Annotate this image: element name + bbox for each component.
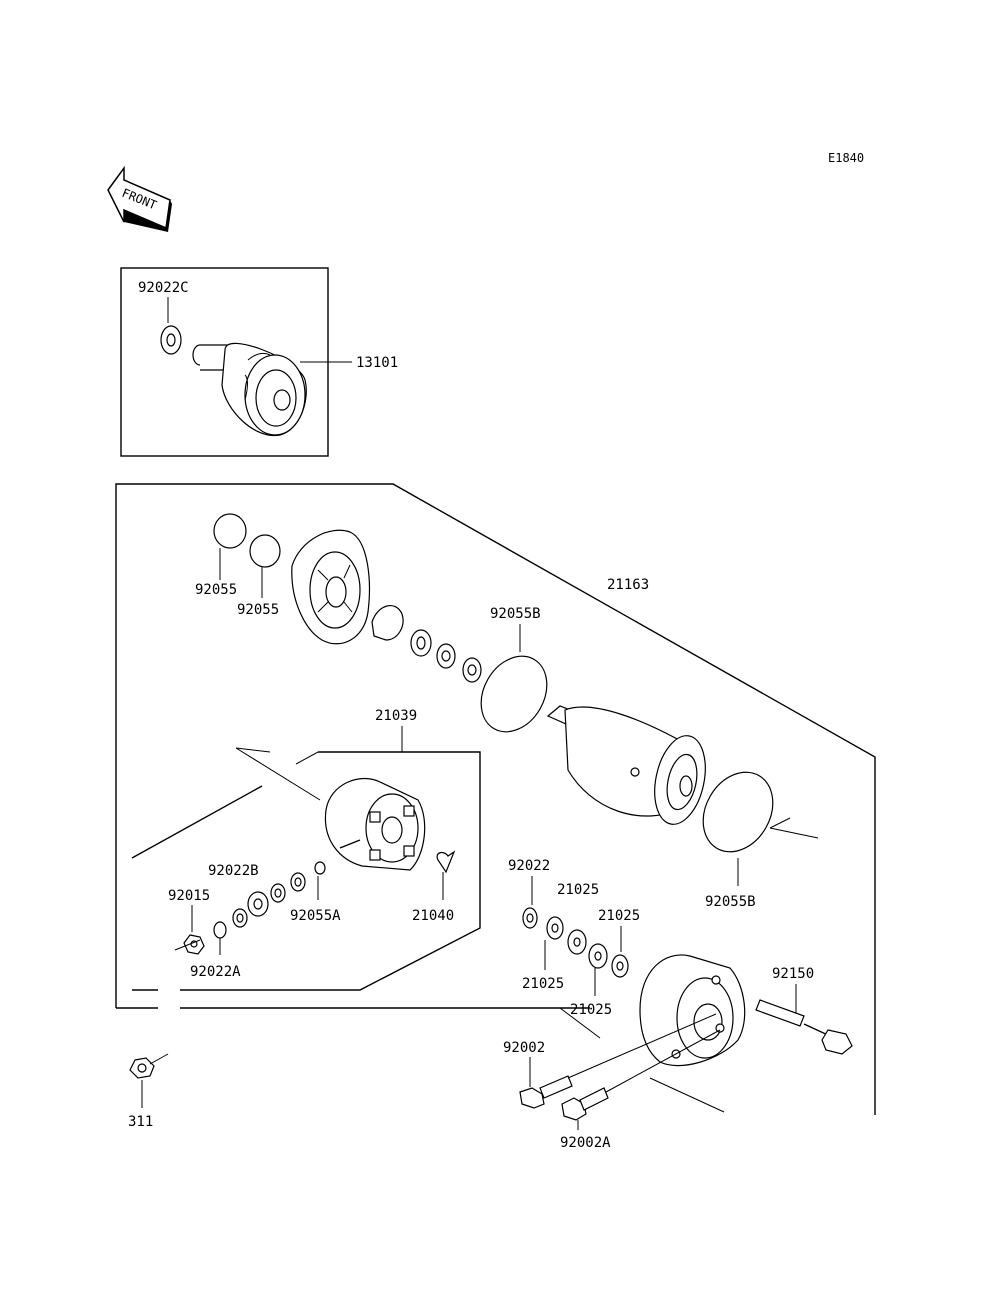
label-21025-a: 21025 <box>557 882 599 898</box>
label-92002a: 92002A <box>560 1135 611 1151</box>
terminal-21040 <box>436 850 456 874</box>
label-21039: 21039 <box>375 708 417 724</box>
o-ring-92055-a <box>213 513 247 549</box>
o-ring-92055b-top <box>480 655 548 733</box>
label-311: 311 <box>128 1114 153 1130</box>
washer-92022c <box>160 325 182 355</box>
label-92022c: 92022C <box>138 280 189 296</box>
label-92055-b: 92055 <box>237 602 279 618</box>
label-92022: 92022 <box>508 858 550 874</box>
label-21025-d: 21025 <box>570 1002 612 1018</box>
label-92055b-bottom: 92055B <box>705 894 756 910</box>
label-92055b-top: 92055B <box>490 606 541 622</box>
label-92015: 92015 <box>168 888 210 904</box>
starter-rear-cover <box>639 954 746 1067</box>
washer-92022a <box>213 921 227 939</box>
starter-clutch-13101 <box>192 342 307 437</box>
diagram-id: E1840 <box>828 151 864 165</box>
label-92022a: 92022A <box>190 964 241 980</box>
label-21025-c: 21025 <box>522 976 564 992</box>
label-92150: 92150 <box>772 966 814 982</box>
label-92055-a: 92055 <box>195 582 237 598</box>
label-21025-b: 21025 <box>598 908 640 924</box>
starter-front-cover <box>291 529 370 645</box>
bolt-92150 <box>755 999 853 1055</box>
brush-holder-box <box>180 751 481 991</box>
nut-311 <box>129 1057 155 1079</box>
front-arrow-icon: FRONT <box>107 165 172 232</box>
bolt-92002a <box>561 1029 721 1121</box>
starter-assembly-outline <box>115 483 876 1115</box>
label-21040: 21040 <box>412 908 454 924</box>
bolt-92002 <box>519 1013 717 1109</box>
starter-yoke <box>546 705 706 825</box>
o-ring-92055a <box>314 861 326 875</box>
label-92055a: 92055A <box>290 908 341 924</box>
brush-holder-21039 <box>324 777 426 871</box>
label-13101: 13101 <box>356 355 398 371</box>
label-21163: 21163 <box>607 577 649 593</box>
o-ring-92055-b <box>249 534 281 568</box>
label-92002: 92002 <box>503 1040 545 1056</box>
lock-plate <box>371 605 404 641</box>
nut-92015 <box>183 934 205 955</box>
o-ring-92055b-bottom <box>702 771 774 853</box>
label-92022b: 92022B <box>208 863 259 879</box>
